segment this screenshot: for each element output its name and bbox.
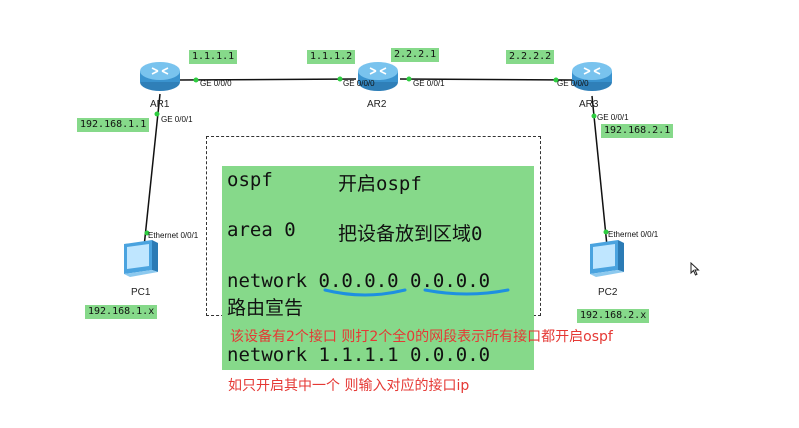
router-label-ar1: AR1 xyxy=(150,99,170,110)
ip-label-ar1-ge000: 1.1.1.1 xyxy=(189,50,238,64)
ip-label-pc1: 192.168.1.x xyxy=(85,305,158,319)
note-all-interfaces: 该设备有2个接口 则打2个全0的网段表示所有接口都开启ospf xyxy=(230,329,613,345)
port-dot xyxy=(591,113,597,119)
port-dot xyxy=(193,77,199,83)
pc-icon[interactable] xyxy=(584,240,628,284)
port-label-ar2-ge001: GE 0/0/1 xyxy=(413,79,445,88)
link-ar1-ar2 xyxy=(177,78,357,81)
desc-network: 路由宣告 xyxy=(227,297,304,319)
cmd-network-specific: network 1.1.1.1 0.0.0.0 xyxy=(227,344,491,366)
note-single-interface: 如只开启其中一个 则输入对应的接口ip xyxy=(228,378,470,394)
mouse-cursor-icon xyxy=(690,262,700,276)
port-label-pc2-eth: Ethernet 0/0/1 xyxy=(608,230,659,239)
router-icon[interactable] xyxy=(356,60,400,92)
router-label-ar3: AR3 xyxy=(579,99,599,110)
ip-label-ar3-ge000: 2.2.2.2 xyxy=(506,50,555,64)
port-label-pc1-eth: Ethernet 0/0/1 xyxy=(148,231,199,240)
port-label-ar2-ge000: GE 0/0/0 xyxy=(343,79,375,88)
ip-label-ar2-ge000: 1.1.1.2 xyxy=(307,50,356,64)
port-dot xyxy=(154,111,160,117)
port-dot xyxy=(603,229,609,235)
port-label-ar3-ge001: GE 0/0/1 xyxy=(597,113,629,122)
port-label-ar3-ge000: GE 0/0/0 xyxy=(557,79,589,88)
ospf-command-notes: ospf 开启ospf area 0 把设备放到区域0 network 0.0.… xyxy=(222,166,534,370)
ip-label-pc2: 192.168.2.x xyxy=(577,309,650,323)
cmd-ospf: ospf xyxy=(227,169,273,191)
ip-label-ar2-ge001: 2.2.2.1 xyxy=(391,48,440,62)
ip-label-ar1-ge001: 192.168.1.1 xyxy=(77,118,150,132)
link-ar2-ar3 xyxy=(399,78,573,81)
pc-icon[interactable] xyxy=(118,240,162,284)
port-dot xyxy=(144,230,150,236)
router-label-ar2: AR2 xyxy=(367,99,387,110)
desc-area: 把设备放到区域0 xyxy=(338,223,483,245)
ip-label-ar3-ge001: 192.168.2.1 xyxy=(601,124,674,138)
port-dot xyxy=(406,76,412,82)
desc-ospf: 开启ospf xyxy=(338,173,422,195)
pc-label-pc2: PC2 xyxy=(598,287,618,298)
port-label-ar1-ge001: GE 0/0/1 xyxy=(161,115,193,124)
port-dot xyxy=(337,76,343,82)
cmd-area: area 0 xyxy=(227,219,296,241)
router-icon[interactable] xyxy=(570,60,614,92)
port-dot xyxy=(553,77,559,83)
pc-label-pc1: PC1 xyxy=(131,287,151,298)
router-icon[interactable] xyxy=(138,60,182,92)
link-ar3-pc2 xyxy=(591,95,608,247)
cmd-network-all: network 0.0.0.0 0.0.0.0 xyxy=(227,270,491,292)
link-ar1-pc1 xyxy=(143,93,161,248)
port-label-ar1-ge000: GE 0/0/0 xyxy=(200,79,232,88)
